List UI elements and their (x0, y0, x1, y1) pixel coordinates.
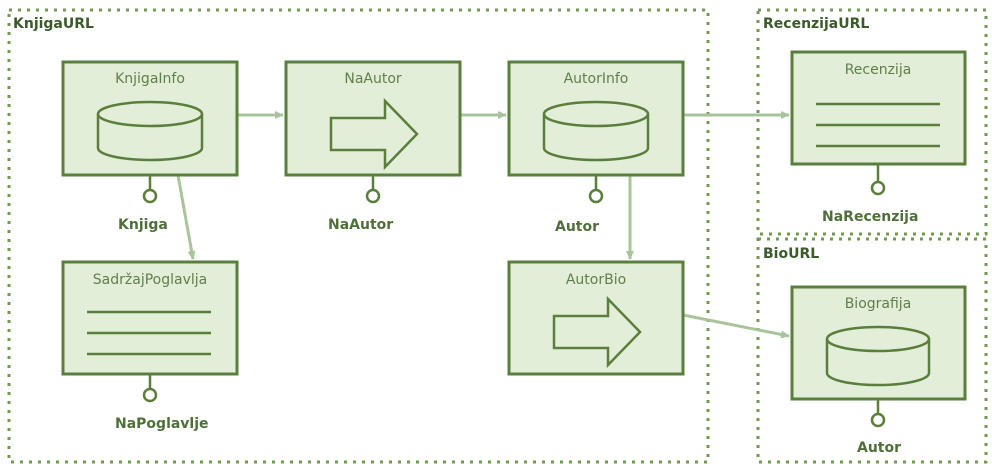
box-sadrzajpoglavlja[interactable]: SadržajPoglavlja NaPoglavlje (61, 260, 239, 432)
box-autorinfo-frame (507, 60, 685, 177)
group-recenzijaurl-label: RecenzijaURL (763, 16, 869, 32)
box-biografija[interactable]: Biografija Autor (790, 285, 967, 456)
port-circle[interactable] (142, 188, 158, 204)
port-circle[interactable] (588, 188, 604, 204)
port-label-autor-bio: Autor (857, 440, 901, 456)
port-label-napoglavlje: NaPoglavlje (115, 416, 209, 432)
group-recenzijaurl: RecenzijaURL (756, 8, 988, 236)
arrow-right-icon (552, 295, 642, 369)
box-sadrzajpoglavlja-title: SadržajPoglavlja (93, 272, 207, 288)
box-knjigainfo[interactable]: KnjigaInfo Knjiga (61, 60, 239, 233)
box-naautor-title: NaAutor (344, 71, 402, 87)
box-biografija-frame (790, 285, 967, 401)
port-label-autor: Autor (555, 219, 599, 235)
box-biografija-title: Biografija (845, 296, 912, 312)
port-label-naautor: NaAutor (328, 217, 393, 233)
port-circle[interactable] (870, 180, 886, 196)
group-biourl-label: BioURL (763, 246, 819, 262)
box-autorbio[interactable]: AutorBio (507, 260, 685, 376)
arrow-right-icon (329, 97, 419, 171)
port-label-narecenzija: NaRecenzija (822, 209, 918, 225)
port-circle[interactable] (142, 387, 158, 403)
group-knjigaurl: KnjigaURL (7, 8, 710, 464)
cylinder-icon (825, 325, 931, 387)
port-circle[interactable] (870, 412, 886, 428)
connector-knjigainfo-sadrzaj (176, 174, 196, 260)
box-recenzija-title: Recenzija (845, 62, 912, 78)
box-autorbio-title: AutorBio (566, 272, 626, 288)
cylinder-icon (542, 100, 650, 162)
group-knjigaurl-label: KnjigaURL (13, 16, 94, 32)
box-autorinfo[interactable]: AutorInfo Autor (507, 60, 685, 235)
box-autorinfo-title: AutorInfo (564, 71, 629, 87)
port-label-knjiga: Knjiga (118, 217, 168, 233)
box-autorbio-frame (507, 260, 685, 376)
connectors (176, 111, 790, 339)
box-sadrzajpoglavlja-frame (61, 260, 239, 376)
box-recenzija[interactable]: Recenzija NaRecenzija (790, 50, 967, 225)
box-knjigainfo-title: KnjigaInfo (115, 71, 185, 87)
group-recenzijaurl-border (756, 8, 988, 236)
lines-icon (87, 310, 211, 356)
group-biourl: BioURL (756, 237, 988, 464)
lines-icon (816, 102, 940, 148)
connector-autorbio-biografija (682, 313, 790, 339)
port-circle[interactable] (365, 188, 381, 204)
cylinder-icon (96, 100, 204, 162)
box-naautor[interactable]: NaAutor NaAutor (284, 60, 462, 233)
